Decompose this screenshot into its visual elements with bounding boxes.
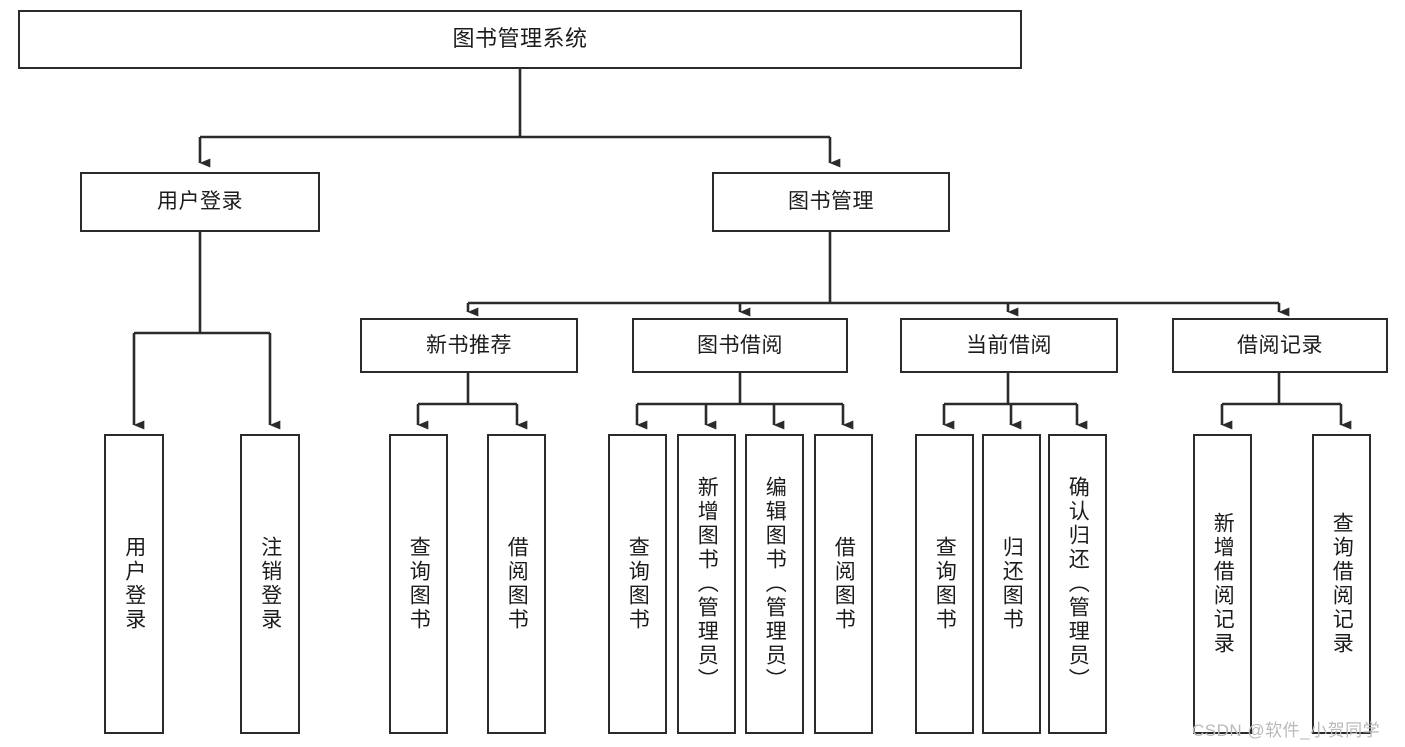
node-book-borrow-label: 图书借阅 xyxy=(697,333,783,357)
node-book-manage[interactable]: 图书管理 xyxy=(712,172,950,232)
node-leaf-query-book-1[interactable]: 查询图书 xyxy=(389,434,448,734)
node-leaf-return-book-label: 归还图书 xyxy=(1000,536,1024,632)
node-leaf-add-record-label: 新增借阅记录 xyxy=(1211,512,1235,656)
node-leaf-add-record[interactable]: 新增借阅记录 xyxy=(1193,434,1252,734)
node-leaf-user-login-label: 用户登录 xyxy=(122,536,146,632)
node-leaf-add-book-label: 新增图书（管理员） xyxy=(695,476,719,692)
node-leaf-borrow-book-1-label: 借阅图书 xyxy=(505,536,529,632)
node-leaf-logout[interactable]: 注销登录 xyxy=(240,434,300,734)
node-leaf-borrow-book-2[interactable]: 借阅图书 xyxy=(814,434,873,734)
node-leaf-edit-book[interactable]: 编辑图书（管理员） xyxy=(745,434,804,734)
node-book-manage-label: 图书管理 xyxy=(788,190,874,214)
node-leaf-query-record-label: 查询借阅记录 xyxy=(1330,512,1354,656)
node-book-borrow[interactable]: 图书借阅 xyxy=(632,318,848,373)
node-current-borrow[interactable]: 当前借阅 xyxy=(900,318,1118,373)
node-leaf-confirm-return-label: 确认归还（管理员） xyxy=(1066,476,1090,692)
node-leaf-query-book-3-label: 查询图书 xyxy=(933,536,957,632)
node-leaf-query-book-2-label: 查询图书 xyxy=(626,536,650,632)
node-new-book-rec-label: 新书推荐 xyxy=(426,333,512,357)
node-current-borrow-label: 当前借阅 xyxy=(966,333,1052,357)
node-leaf-edit-book-label: 编辑图书（管理员） xyxy=(763,476,787,692)
node-user-login-label: 用户登录 xyxy=(157,190,243,214)
node-leaf-borrow-book-2-label: 借阅图书 xyxy=(832,536,856,632)
node-leaf-query-book-3[interactable]: 查询图书 xyxy=(915,434,974,734)
node-leaf-return-book[interactable]: 归还图书 xyxy=(982,434,1041,734)
node-leaf-query-book-2[interactable]: 查询图书 xyxy=(608,434,667,734)
node-borrow-record-label: 借阅记录 xyxy=(1237,333,1323,357)
node-new-book-rec[interactable]: 新书推荐 xyxy=(360,318,578,373)
node-leaf-query-record[interactable]: 查询借阅记录 xyxy=(1312,434,1371,734)
node-root-label: 图书管理系统 xyxy=(452,26,588,52)
node-borrow-record[interactable]: 借阅记录 xyxy=(1172,318,1388,373)
node-root[interactable]: 图书管理系统 xyxy=(18,10,1022,69)
node-leaf-user-login[interactable]: 用户登录 xyxy=(104,434,164,734)
node-leaf-confirm-return[interactable]: 确认归还（管理员） xyxy=(1048,434,1107,734)
node-leaf-borrow-book-1[interactable]: 借阅图书 xyxy=(487,434,546,734)
node-leaf-query-book-1-label: 查询图书 xyxy=(407,536,431,632)
node-user-login[interactable]: 用户登录 xyxy=(80,172,320,232)
node-leaf-add-book[interactable]: 新增图书（管理员） xyxy=(677,434,736,734)
node-leaf-logout-label: 注销登录 xyxy=(258,536,282,632)
